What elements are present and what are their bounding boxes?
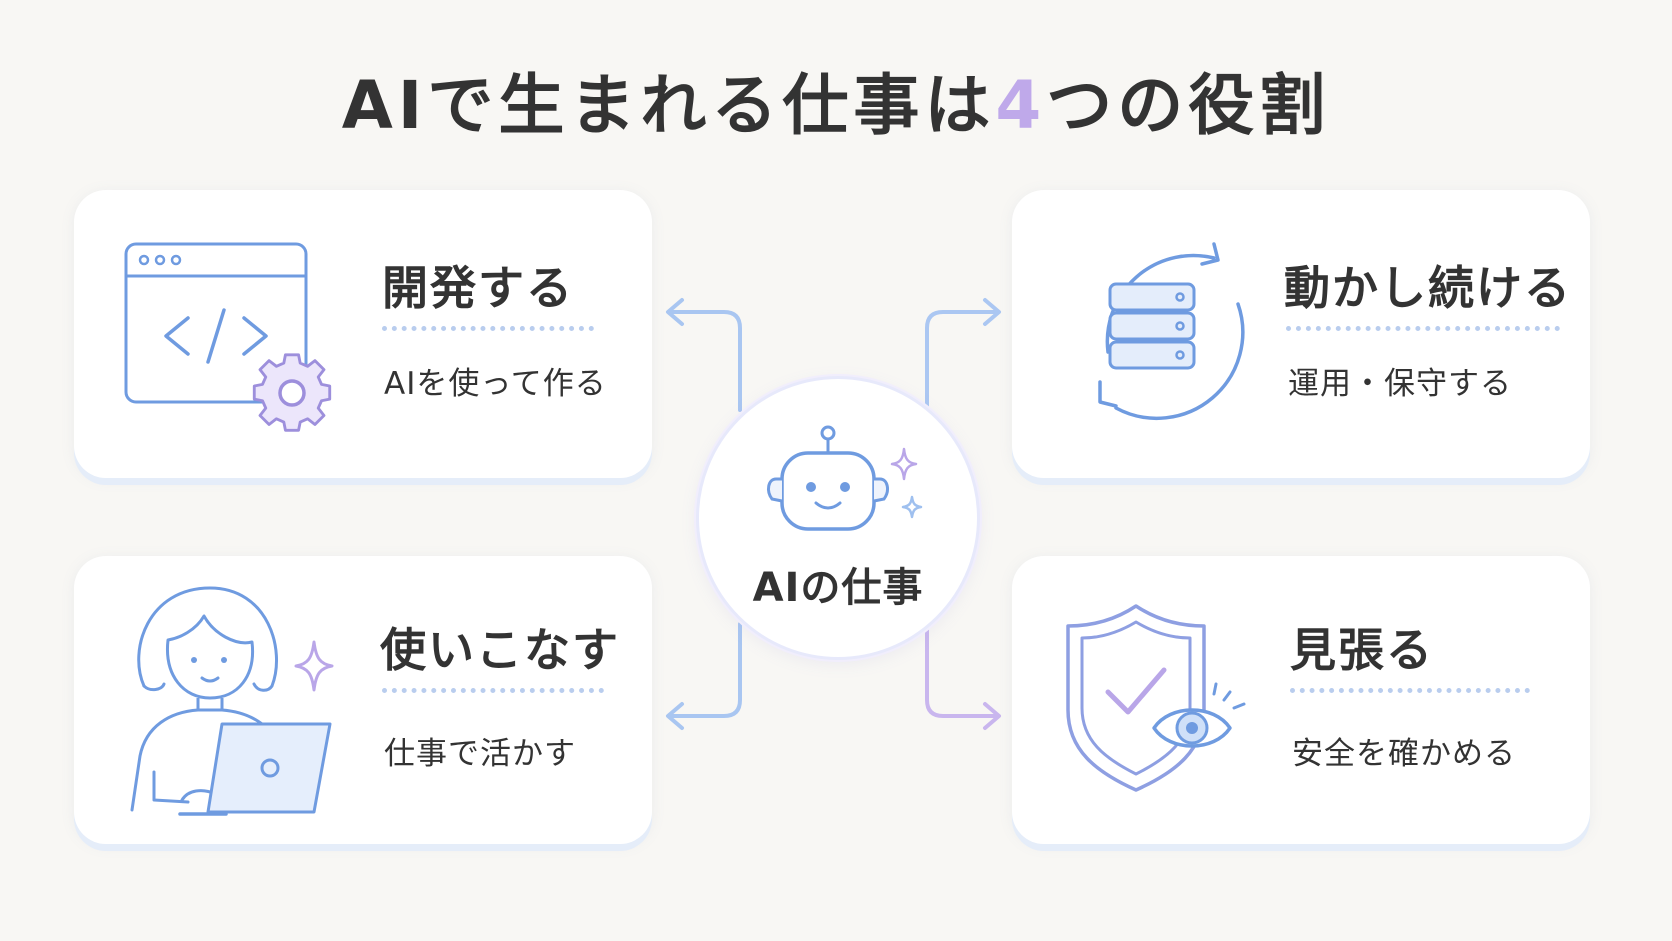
center-label: AIの仕事 <box>752 565 924 611</box>
code-window-gear-icon <box>124 242 332 432</box>
role-heading: 使いこなす <box>380 623 620 677</box>
shield-eye-icon <box>1066 604 1246 792</box>
title-suffix: つの役割 <box>1046 67 1331 144</box>
role-card-utilize: 使いこなす 仕事で活かす <box>74 556 652 844</box>
role-heading: 動かし続ける <box>1284 261 1572 315</box>
divider <box>1290 688 1530 693</box>
person-laptop-icon <box>130 586 334 816</box>
role-subtitle: 運用・保守する <box>1288 366 1512 402</box>
role-card-monitor: 見張る 安全を確かめる <box>1012 556 1590 844</box>
arrow-to-develop <box>668 310 742 412</box>
role-card-develop: 開発する AIを使って作る <box>74 190 652 478</box>
robot-icon <box>767 425 923 531</box>
title-prefix: AIで生まれる仕事は <box>341 67 996 144</box>
arrow-to-utilize <box>668 622 742 718</box>
sparkle-icon <box>890 447 918 481</box>
page-title: AIで生まれる仕事は4つの役割 <box>0 52 1672 148</box>
server-refresh-icon <box>1098 242 1245 420</box>
divider <box>382 326 594 331</box>
divider <box>382 688 604 693</box>
title-number: 4 <box>995 67 1047 144</box>
role-subtitle: 安全を確かめる <box>1292 736 1516 772</box>
role-card-operate: 動かし続ける 運用・保守する <box>1012 190 1590 478</box>
role-heading: 開発する <box>382 261 574 315</box>
arrow-to-operate <box>925 310 999 412</box>
center-hub: AIの仕事 <box>696 376 980 660</box>
divider <box>1286 326 1560 331</box>
role-subtitle: AIを使って作る <box>384 366 607 402</box>
role-heading: 見張る <box>1290 623 1434 677</box>
arrow-to-monitor <box>925 622 999 718</box>
sparkle-icon <box>901 495 923 519</box>
role-subtitle: 仕事で活かす <box>384 736 576 772</box>
